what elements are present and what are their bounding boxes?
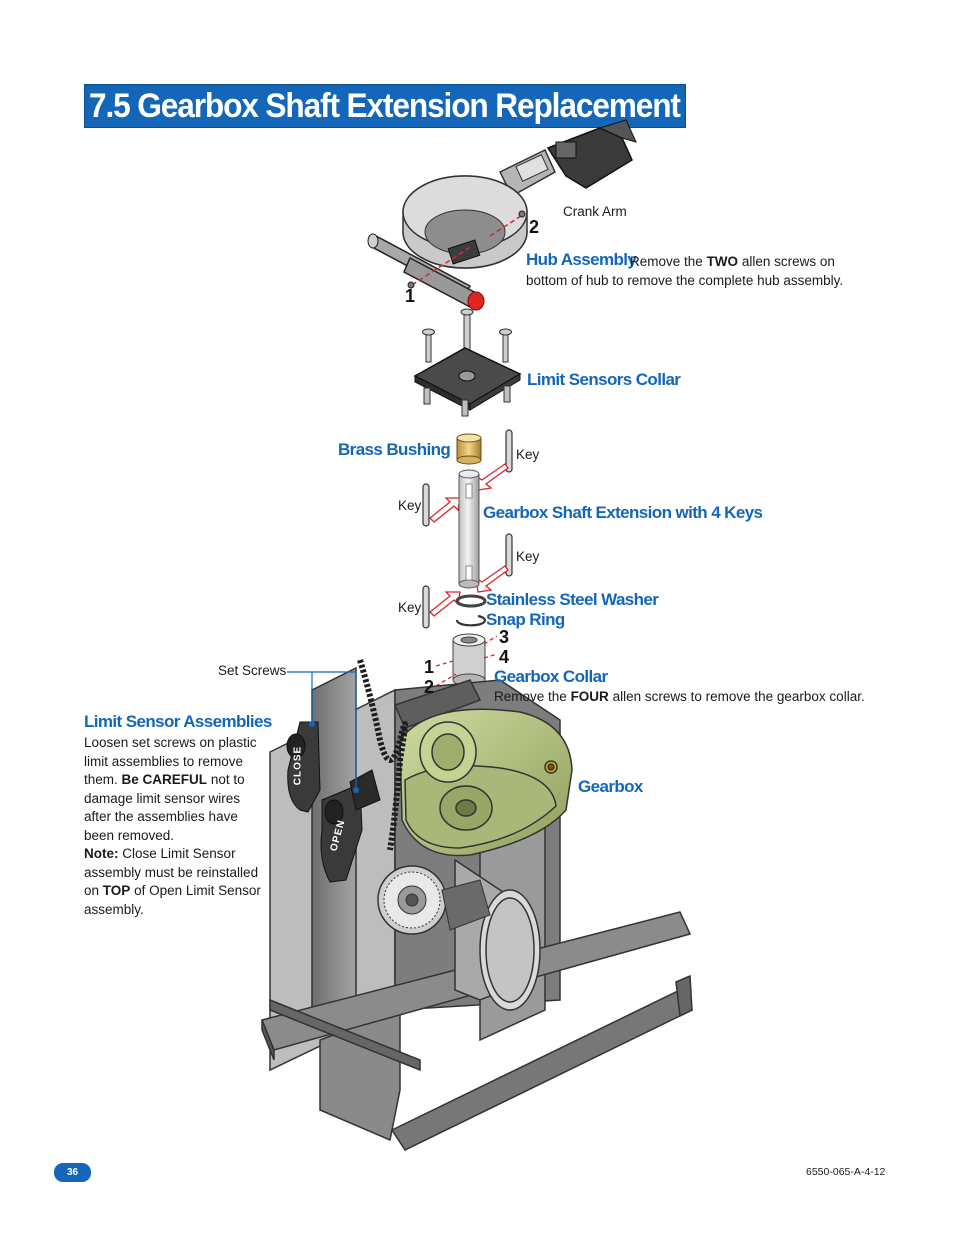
set-screw-dot	[309, 721, 315, 727]
set-screws-label: Set Screws	[218, 663, 287, 678]
page-title: 7.5 Gearbox Shaft Extension Replacement	[89, 87, 681, 125]
set-screw-dot	[353, 787, 359, 793]
brass-bushing-label: Brass Bushing	[338, 440, 451, 459]
gearbox-collar-text: Remove the FOUR allen screws to remove t…	[494, 689, 865, 704]
limit-sensor-assemblies-text: Loosen set screws on plastic limit assem…	[84, 735, 261, 917]
crank-arm-sensor	[498, 119, 637, 198]
hub-assembly	[367, 175, 528, 311]
crank-arm-label: Crank Arm	[563, 204, 627, 219]
stainless-steel-washer	[455, 594, 487, 608]
callout-3-collar: 3	[499, 627, 510, 647]
shaft-extension-label: Gearbox Shaft Extension with 4 Keys	[483, 503, 763, 522]
pulley-wheel	[377, 865, 491, 935]
hub-assembly-label: Hub Assembly	[526, 250, 637, 269]
hub-assembly-text: Remove the TWO allen screws on bottom of…	[526, 254, 844, 288]
washer-label: Stainless Steel Washer	[486, 590, 659, 609]
gearbox-shaft-extension	[458, 469, 480, 589]
document-number: 6550-065-A-4-12	[806, 1166, 886, 1178]
key-arrows	[429, 463, 509, 617]
limit-sensor-assemblies	[286, 721, 381, 883]
gearbox-collar	[435, 633, 498, 687]
brass-bushing	[456, 433, 482, 465]
page-number: 36	[54, 1163, 91, 1182]
section-title-bar: 7.5 Gearbox Shaft Extension Replacement	[84, 84, 686, 128]
limit-sensor-assemblies-label: Limit Sensor Assemblies	[84, 712, 272, 731]
callout-1-hub: 1	[405, 286, 416, 306]
shaft-keys	[422, 429, 513, 629]
gearbox-body	[399, 708, 573, 857]
limit-sensors-collar	[413, 308, 522, 417]
callout-4-collar: 4	[499, 647, 510, 667]
key-label: Key	[516, 447, 540, 462]
key-label: Key	[398, 498, 422, 513]
snap-ring	[455, 614, 487, 627]
gearbox-collar-label: Gearbox Collar	[494, 667, 608, 686]
limit-sensors-collar-label: Limit Sensors Collar	[527, 370, 681, 389]
callout-2-collar: 2	[424, 677, 435, 697]
callout-2-hub: 2	[529, 217, 540, 237]
close-sensor-label: CLOSE	[292, 745, 304, 786]
gearbox-label: Gearbox	[578, 777, 643, 796]
set-screws-leader	[287, 671, 357, 790]
key-label: Key	[398, 600, 422, 615]
snap-ring-label: Snap Ring	[486, 610, 565, 629]
callout-1-collar: 1	[424, 657, 435, 677]
key-label: Key	[516, 549, 540, 564]
